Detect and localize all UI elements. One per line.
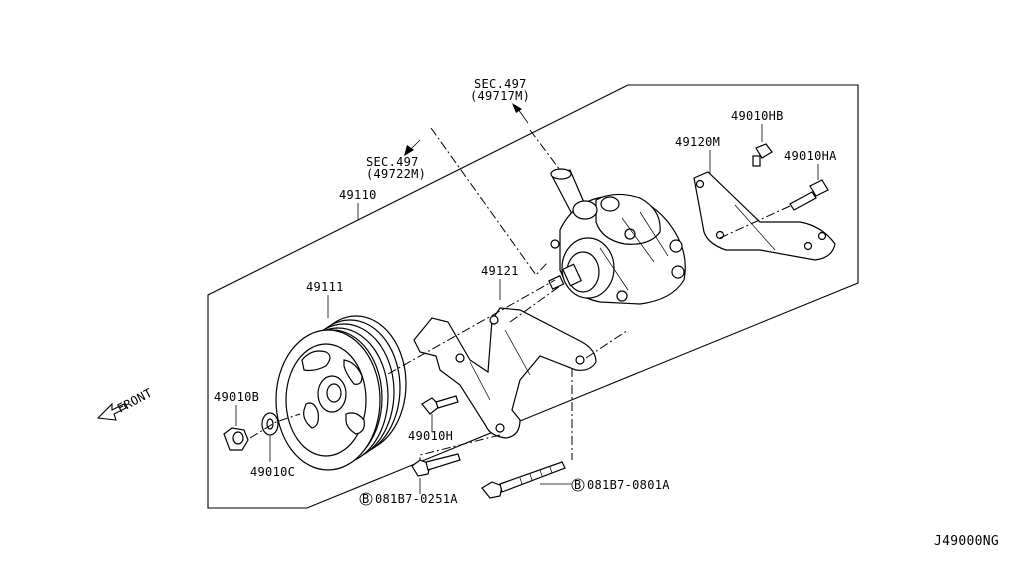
- dash-line-pulley-shaft: [387, 279, 556, 375]
- section-ref-mid-line2: (49722M): [366, 167, 426, 181]
- nut-49010b: [223, 427, 249, 451]
- section-ref-top-line2: (49717M): [470, 89, 530, 103]
- callout-49121[interactable]: 49121: [481, 264, 519, 278]
- arrow-down-icon: [404, 139, 421, 156]
- callout-49010ha[interactable]: 49010HA: [784, 149, 837, 163]
- front-label: FRONT: [115, 386, 155, 416]
- front-bracket: [413, 307, 597, 439]
- callout-49110[interactable]: 49110: [339, 188, 377, 202]
- dash-line-nut: [249, 413, 301, 439]
- callout-49010b[interactable]: 49010B: [214, 390, 259, 404]
- callout-49010hb[interactable]: 49010HB: [731, 109, 784, 123]
- bolt-49010h: [421, 395, 459, 415]
- bolt-number-long: 081B7-0801A: [587, 478, 670, 492]
- bolt-49010hb: [752, 143, 773, 167]
- bolt-number-short: 081B7-0251A: [375, 492, 458, 506]
- bolt-081b7-0801a: [481, 461, 566, 499]
- dash-line-sec-top: [529, 129, 561, 171]
- bolt-49010ha: [789, 179, 829, 211]
- diagram-code: J49000NG: [934, 534, 999, 549]
- bolt-prefix-long: B: [574, 478, 582, 492]
- washer-49010c: [261, 412, 279, 436]
- dash-line-ha: [719, 205, 791, 239]
- section-ref-49717m[interactable]: SEC.497 (49717M): [470, 77, 530, 103]
- section-ref-mid-line1: SEC.497: [366, 155, 419, 169]
- power-steering-pump: [548, 168, 686, 305]
- callout-081b7-0801a[interactable]: B 081B7-0801A: [571, 478, 670, 492]
- arrow-up-icon: [512, 103, 529, 124]
- pulley: [275, 315, 407, 471]
- bolt-081b7-0251a: [411, 453, 461, 477]
- assembly-outline: [207, 84, 859, 509]
- callout-49010c[interactable]: 49010C: [250, 465, 295, 479]
- callout-49120m[interactable]: 49120M: [675, 135, 720, 149]
- callout-081b7-0251a[interactable]: B 081B7-0251A: [359, 492, 458, 506]
- bolt-prefix-short: B: [362, 492, 370, 506]
- section-ref-49722m[interactable]: SEC.497 (49722M): [366, 155, 426, 181]
- dash-line-sec-mid: [430, 127, 549, 276]
- callout-49111[interactable]: 49111: [306, 280, 344, 294]
- dash-line-front-bracket: [509, 285, 561, 323]
- callout-49010h[interactable]: 49010H: [408, 429, 453, 443]
- front-arrow-icon: [96, 402, 127, 421]
- dash-line-short-bolt: [419, 434, 501, 460]
- section-ref-top-line1: SEC.497: [474, 77, 527, 91]
- dash-line-front-bracket-2: [585, 329, 629, 359]
